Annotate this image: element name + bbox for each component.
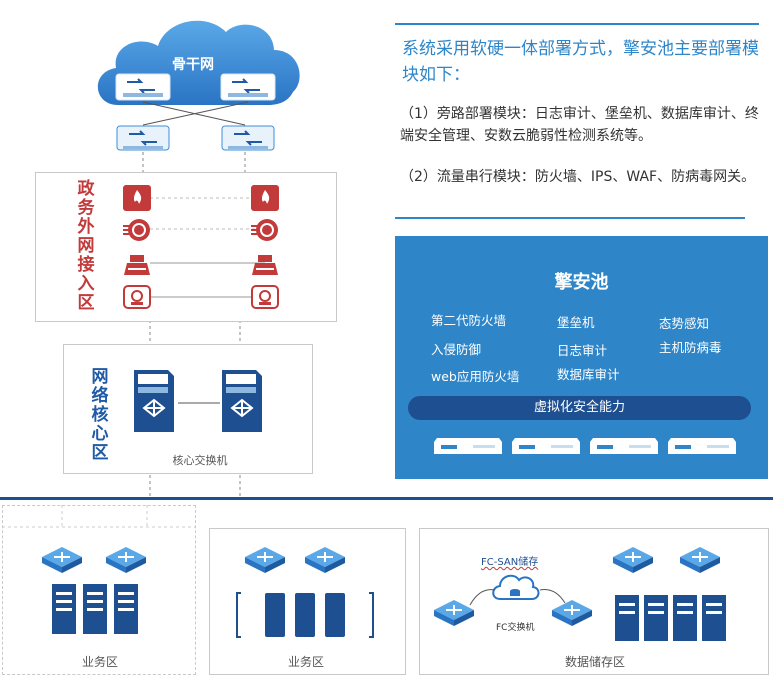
business-zone-2-label: 业务区 [287, 655, 324, 669]
router-icon [243, 545, 287, 575]
gateway-icon [122, 253, 152, 277]
server-rack-icon [52, 584, 138, 636]
security-pool-panel: 擎安池 第二代防火墙 入侵防御 web应用防火墙 堡垒机 日志审计 数据库审计 … [395, 236, 768, 479]
ips-icon [250, 216, 280, 244]
router-icon [303, 545, 347, 575]
virtualization-bar-label: 虚拟化安全能力 [533, 400, 625, 415]
pool-item-host-av: 主机防病毒 [659, 340, 722, 355]
pool-item-ips: 入侵防御 [431, 342, 482, 357]
pool-item-situation: 态势感知 [659, 316, 710, 331]
business-zone-1-label: 业务区 [81, 655, 118, 669]
appliance-icon [589, 436, 659, 458]
server-cluster-icon [235, 591, 375, 639]
pool-item-bastion: 堡垒机 [557, 315, 595, 330]
pool-item-log-audit: 日志审计 [557, 343, 608, 358]
audit-device-icon [250, 284, 280, 312]
core-zone-label: 网络核心区 [91, 367, 109, 463]
description-item-1: （1）旁路部署模块：日志审计、堡垒机、数据库审计、终端安全管理、安数云脆弱性检测… [400, 106, 759, 144]
backbone-switch-icon [115, 72, 171, 102]
gov-access-zone-label: 政务外网接入区 [77, 179, 95, 313]
core-switch-icon [218, 366, 266, 434]
router-icon [40, 545, 84, 575]
audit-device-icon [122, 284, 152, 312]
core-switch-caption: 核心交换机 [172, 454, 228, 467]
backbone-switch-icon [220, 72, 276, 102]
firewall-icon [250, 184, 280, 212]
router-icon [104, 545, 148, 575]
pool-title: 擎安池 [554, 272, 609, 293]
appliance-icon [433, 436, 503, 458]
core-zone [63, 344, 313, 474]
cloud-label: 骨干网 [172, 57, 214, 73]
security-device-links [150, 197, 265, 298]
fc-switch-icon [550, 598, 594, 628]
core-switch-icon [130, 366, 178, 434]
zone1-header-cells [2, 505, 196, 528]
router-icon [611, 545, 655, 575]
storage-rack-icon [615, 595, 727, 643]
description-heading: 系统采用软硬一体部署方式，擎安池主要部署模块如下： [402, 39, 759, 85]
access-switch-icon [220, 122, 276, 154]
pool-item-ngfw: 第二代防火墙 [431, 313, 507, 328]
router-icon [678, 545, 722, 575]
appliance-icon [667, 436, 737, 458]
core-link [178, 402, 220, 404]
fc-links [469, 589, 566, 606]
pool-item-waf: web应用防火墙 [431, 369, 520, 384]
data-storage-zone-label: 数据储存区 [564, 655, 625, 669]
fc-switch-icon [432, 598, 476, 628]
storage-cloud-icon [490, 567, 540, 603]
access-switch-icon [115, 122, 171, 154]
gateway-icon [250, 253, 280, 277]
firewall-icon [122, 184, 152, 212]
fc-san-label: FC-SAN储存 [481, 557, 539, 568]
virtualization-bar: 虚拟化安全能力 [408, 396, 751, 420]
description-top-rule [395, 23, 759, 25]
fc-switch-label: FC交换机 [496, 623, 535, 633]
pool-item-db-audit: 数据库审计 [557, 367, 620, 382]
ips-icon [122, 216, 152, 244]
appliance-icon [511, 436, 581, 458]
description-item-2: （2）流量串行模块：防火墙、IPS、WAF、防病毒网关。 [400, 169, 756, 185]
description-bottom-rule [395, 217, 745, 219]
section-divider [0, 497, 773, 500]
